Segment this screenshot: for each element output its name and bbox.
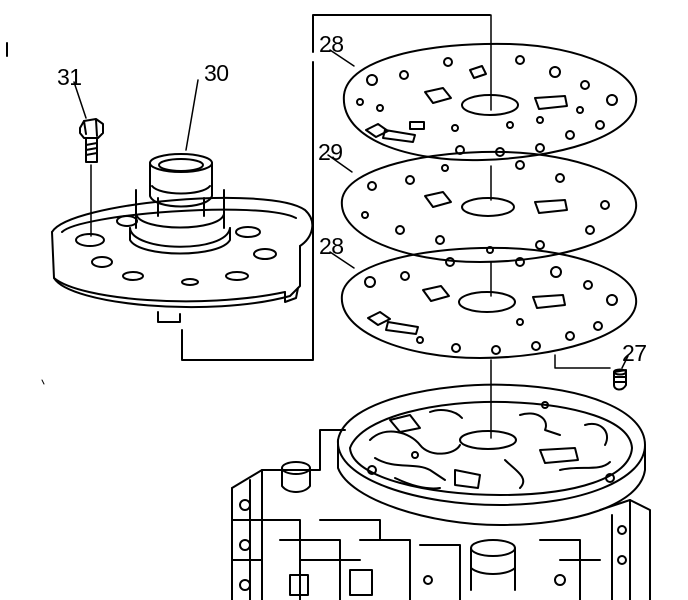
support-part-30 <box>51 79 314 323</box>
callout-29: 29 <box>318 139 343 165</box>
gasket-part-29 <box>327 150 638 263</box>
plate-part-28-bottom <box>329 246 638 369</box>
plate-part-28-top <box>329 14 638 162</box>
case-assembly <box>231 359 651 600</box>
callout-27: 27 <box>622 340 647 366</box>
stray-dot <box>41 379 45 385</box>
callout-30: 30 <box>204 60 229 86</box>
callout-28-bottom: 28 <box>319 233 344 259</box>
bolt-part-31 <box>73 81 104 237</box>
callout-28-top: 28 <box>319 31 344 57</box>
group-bracket-top <box>312 14 491 53</box>
group-bracket-side <box>181 61 314 361</box>
plug-part-27 <box>613 355 629 391</box>
callout-31: 31 <box>57 64 82 90</box>
